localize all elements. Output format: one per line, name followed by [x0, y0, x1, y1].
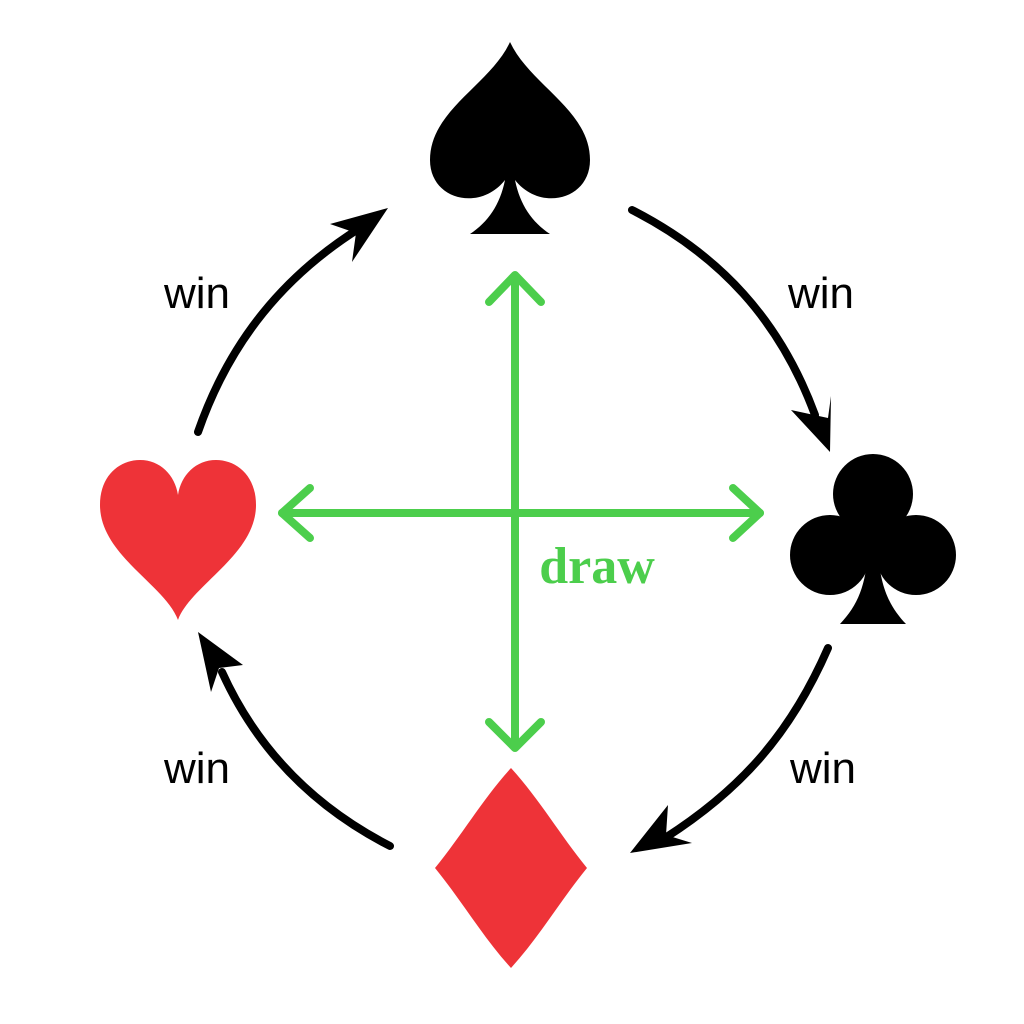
win-arrow-spade-club [628, 206, 819, 419]
win-label-bottom-left: win [163, 744, 230, 793]
win-arrowhead-diamond-heart-icon [198, 632, 243, 692]
win-arrow-club-diamond [661, 644, 832, 842]
draw-arrowhead-up-icon [485, 271, 545, 306]
win-arrowhead-spade-club-icon [791, 396, 831, 452]
draw-arrowhead-right-icon [729, 484, 764, 542]
win-arrowhead-heart-spade-icon [330, 208, 388, 262]
win-arrow-diamond-heart [218, 668, 394, 850]
spade-icon [430, 42, 590, 234]
draw-arrows [278, 271, 764, 752]
draw-arrowhead-left-icon [278, 484, 314, 542]
club-icon [790, 454, 956, 624]
win-arrows [194, 206, 832, 853]
win-label-bottom-right: win [789, 744, 856, 793]
diamond-icon [435, 768, 587, 968]
draw-arrowhead-down-icon [485, 718, 545, 752]
win-arrowhead-club-diamond-icon [630, 805, 692, 853]
win-label-top-left: win [163, 269, 230, 318]
draw-label: draw [539, 538, 655, 595]
heart-icon [100, 460, 256, 620]
win-label-top-right: win [787, 269, 854, 318]
win-arrow-heart-spade [194, 224, 364, 436]
